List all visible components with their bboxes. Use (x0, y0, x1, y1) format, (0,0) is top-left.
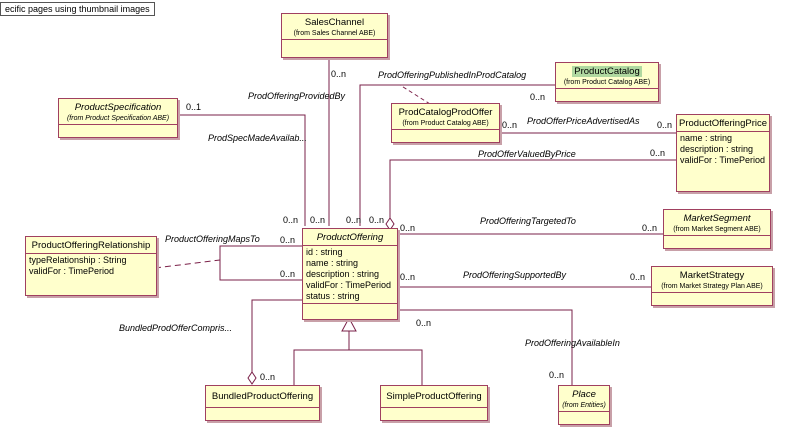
assoc-spec-line (178, 114, 306, 226)
assoc-maps-line (219, 245, 302, 281)
class-bundled-product-offering[interactable]: BundledProductOffering (205, 385, 320, 421)
class-attributes-section (282, 39, 387, 48)
multiplicity: 0..1 (186, 102, 202, 112)
attribute: name : string (306, 258, 359, 268)
class-attributes: id : string name : string description : … (303, 245, 397, 303)
class-name: SalesChannel (304, 17, 365, 28)
multiplicity: 0..n (280, 235, 296, 245)
multiplicity: 0..n (260, 372, 276, 382)
attribute: description : string (306, 269, 380, 279)
multiplicity: 0..n (369, 215, 385, 225)
assoc-available-line (397, 309, 573, 385)
class-product-offering[interactable]: ProductOffering id : string name : strin… (302, 228, 398, 320)
assoc-relationship-dash-line (154, 259, 221, 269)
class-attributes-section (559, 411, 609, 420)
assoc-bundled-line (251, 299, 302, 372)
class-name: MarketStrategy (679, 270, 745, 281)
class-attributes-section (206, 407, 319, 416)
attribute: validFor : TimePeriod (680, 155, 766, 165)
assoc-label-price-advertised: ProdOfferPriceAdvertisedAs (527, 116, 640, 126)
multiplicity: 0..n (502, 120, 518, 130)
composition-diamond (247, 371, 257, 385)
class-name: SimpleProductOffering (386, 391, 482, 402)
multiplicity: 0..n (280, 269, 296, 279)
class-product-offering-relationship[interactable]: ProductOfferingRelationship typeRelation… (25, 236, 157, 296)
multiplicity: 0..n (650, 148, 666, 158)
attribute: status : string (306, 291, 360, 301)
multiplicity: 0..n (630, 272, 646, 282)
class-attributes-section (59, 124, 177, 133)
tooltip: ecific pages using thumbnail images (0, 2, 155, 16)
class-name: ProductOfferingPrice (679, 118, 768, 129)
multiplicity: 0..n (549, 370, 565, 380)
class-product-catalog[interactable]: ProductCatalog (from Product Catalog ABE) (555, 62, 659, 102)
class-product-specification[interactable]: ProductSpecification (from Product Specif… (58, 98, 178, 138)
class-attributes-section (392, 129, 499, 138)
class-product-offering-price[interactable]: ProductOfferingPrice name : string descr… (676, 114, 770, 192)
class-attributes: typeRelationship : String validFor : Tim… (26, 253, 156, 278)
class-place[interactable]: Place (from Entities) (558, 385, 610, 425)
class-attributes-section (381, 407, 487, 416)
assoc-class-dash-line (399, 84, 431, 105)
class-attributes-section (664, 235, 770, 244)
multiplicity: 0..n (530, 92, 546, 102)
class-name: BundledProductOffering (211, 391, 314, 402)
assoc-published-line (359, 84, 555, 226)
class-name: ProdCatalogProdOffer (398, 107, 493, 118)
assoc-label-provided-by: ProdOfferingProvidedBy (248, 91, 346, 101)
attribute: id : string (306, 247, 343, 257)
class-source: (from Product Catalog ABE) (563, 79, 651, 86)
multiplicity: 0..n (400, 223, 416, 233)
assoc-label-published-in: ProdOfferingPublishedInProdCatalog (378, 70, 527, 80)
multiplicity: 0..n (657, 120, 673, 130)
class-attributes-section (652, 292, 772, 301)
assoc-label-supported-by: ProdOfferingSupportedBy (463, 270, 567, 280)
class-attributes-section (556, 88, 658, 97)
class-market-strategy[interactable]: MarketStrategy (from Market Strategy Plan… (651, 266, 773, 306)
class-source: (from Product Catalog ABE) (402, 120, 489, 127)
inheritance-triangle (341, 316, 357, 332)
attribute: description : string (680, 144, 754, 154)
attribute: validFor : TimePeriod (29, 266, 115, 276)
attribute: name : string (680, 133, 733, 143)
attribute: validFor : TimePeriod (306, 280, 392, 290)
class-name: ProductOffering (316, 232, 384, 243)
class-market-segment[interactable]: MarketSegment (from Market Segment ABE) (663, 209, 771, 249)
class-name: ProductSpecification (74, 102, 162, 113)
assoc-label-bundled-comprises: BundledProdOfferCompris... (119, 323, 233, 333)
multiplicity: 0..n (283, 215, 299, 225)
assoc-label-available-in: ProdOfferingAvailableIn (525, 338, 620, 348)
multiplicity: 0..n (346, 215, 362, 225)
assoc-label-valued-by-price: ProdOfferValuedByPrice (478, 149, 576, 159)
multiplicity: 0..n (642, 223, 658, 233)
assoc-label-maps-to: ProductOfferingMapsTo (165, 234, 260, 244)
assoc-label-spec-made-available: ProdSpecMadeAvailab... (208, 133, 307, 143)
class-source: (from Market Segment ABE) (673, 226, 761, 233)
class-source: (from Market Strategy Plan ABE) (661, 283, 763, 290)
class-name: ProductOfferingRelationship (31, 240, 151, 251)
class-simple-product-offering[interactable]: SimpleProductOffering (380, 385, 488, 421)
assoc-valued-line (389, 159, 676, 218)
class-source: (from Sales Channel ABE) (293, 30, 376, 37)
class-name: ProductCatalog (572, 66, 642, 77)
class-attributes: name : string description : string valid… (677, 131, 769, 167)
attribute: typeRelationship : String (29, 255, 127, 265)
class-source: (from Entities) (562, 402, 606, 409)
multiplicity: 0..n (310, 215, 326, 225)
class-name: MarketSegment (683, 213, 751, 224)
multiplicity: 0..n (331, 69, 347, 79)
class-prod-catalog-prod-offer[interactable]: ProdCatalogProdOffer (from Product Catalo… (391, 103, 500, 143)
multiplicity: 0..n (400, 272, 416, 282)
class-sales-channel[interactable]: SalesChannel (from Sales Channel ABE) (281, 13, 388, 58)
assoc-label-targeted-to: ProdOfferingTargetedTo (480, 216, 576, 226)
inherit-branch-line (293, 349, 423, 385)
class-source: (from Product Specification ABE) (66, 115, 170, 122)
multiplicity: 0..n (416, 318, 432, 328)
class-name: Place (572, 389, 596, 400)
class-operations-section (303, 303, 397, 312)
